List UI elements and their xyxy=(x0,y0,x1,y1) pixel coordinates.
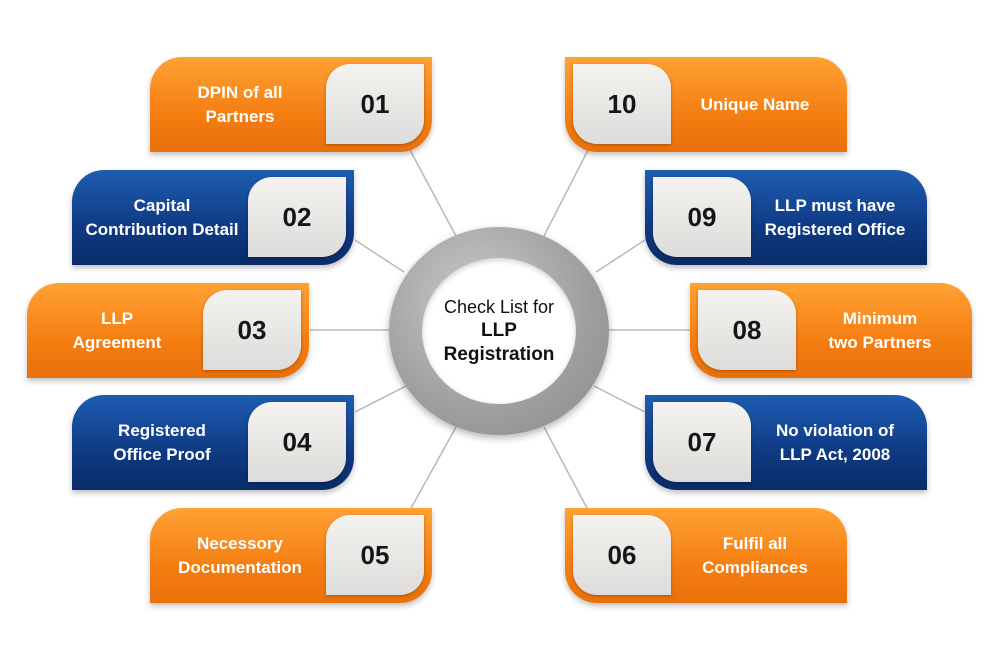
item-number: 05 xyxy=(326,515,424,595)
item-number: 10 xyxy=(573,64,671,144)
item-number: 08 xyxy=(698,290,796,370)
item-label: Fulfil all Compliances xyxy=(702,533,808,577)
center-title-line1: Check List for xyxy=(443,297,555,317)
checklist-item-05: Necessory Documentation 05 xyxy=(150,508,432,603)
center-title-line2: LLP xyxy=(481,320,517,341)
center-title-line3: Registration xyxy=(443,344,555,365)
checklist-item-02: Capital Contribution Detail 02 xyxy=(72,170,354,265)
item-label: LLP Agreement xyxy=(72,308,162,352)
checklist-item-04: Registered Office Proof 04 xyxy=(72,395,354,490)
checklist-item-01: DPIN of all Partners 01 xyxy=(150,57,432,152)
item-label: Unique Name xyxy=(700,94,810,114)
checklist-item-03: LLP Agreement 03 xyxy=(27,283,309,378)
checklist-item-06: 06 Fulfil all Compliances xyxy=(565,508,847,603)
item-label: LLP must have Registered Office xyxy=(764,195,906,239)
checklist-item-08: 08 Minimum two Partners xyxy=(690,283,972,378)
item-number: 02 xyxy=(248,177,346,257)
checklist-item-09: 09 LLP must have Registered Office xyxy=(645,170,927,265)
item-number: 09 xyxy=(653,177,751,257)
center-title: Check List for LLP Registration xyxy=(422,258,576,404)
item-number: 06 xyxy=(573,515,671,595)
item-number: 07 xyxy=(653,402,751,482)
item-number: 04 xyxy=(248,402,346,482)
item-label: Capital Contribution Detail xyxy=(85,195,239,239)
item-label: Registered Office Proof xyxy=(113,420,211,464)
item-number: 03 xyxy=(203,290,301,370)
checklist-item-07: 07 No violation of LLP Act, 2008 xyxy=(645,395,927,490)
item-label: Necessory Documentation xyxy=(178,533,302,577)
item-label: DPIN of all Partners xyxy=(197,82,283,126)
checklist-item-10: 10 Unique Name xyxy=(565,57,847,152)
item-number: 01 xyxy=(326,64,424,144)
item-label: No violation of LLP Act, 2008 xyxy=(775,420,895,464)
item-label: Minimum two Partners xyxy=(828,308,932,352)
